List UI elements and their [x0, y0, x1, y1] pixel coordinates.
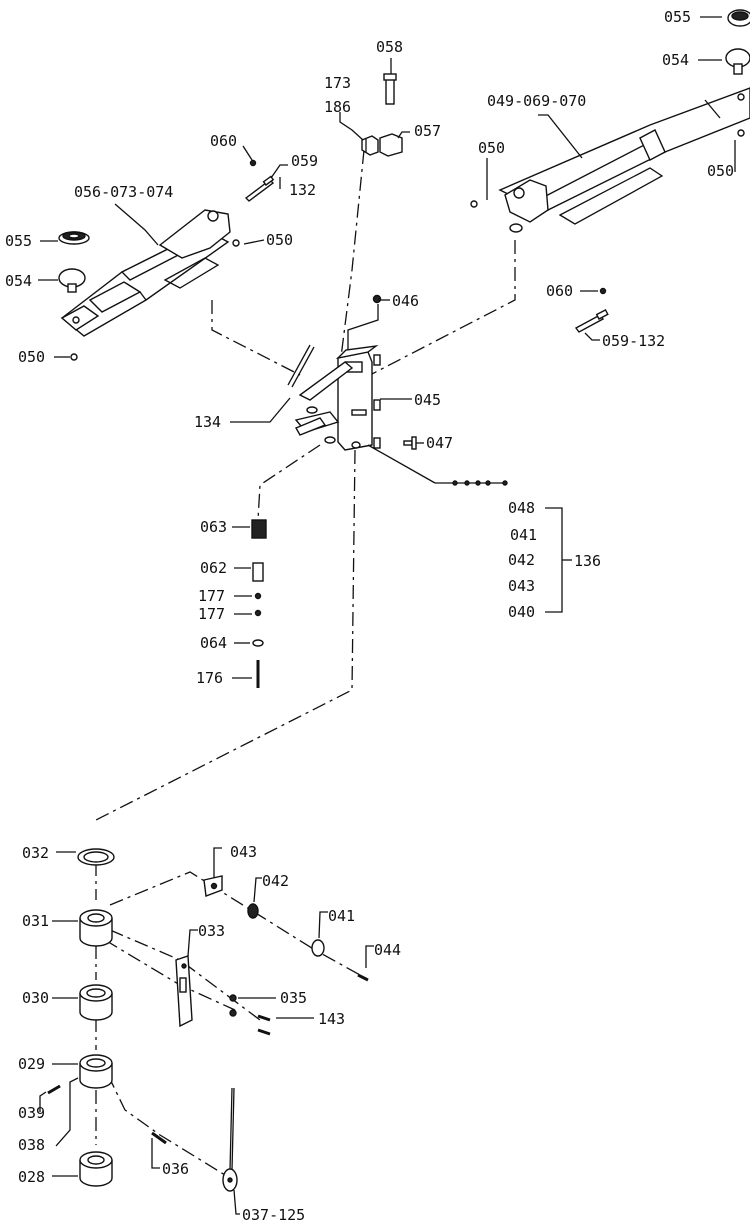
- label-033: 033: [198, 922, 225, 940]
- label-136: 136: [574, 552, 601, 570]
- washer-050-right-top: [737, 129, 745, 137]
- bracket-043: [203, 875, 223, 897]
- label-036: 036: [162, 1160, 189, 1178]
- label-050-left-top: 050: [266, 231, 293, 249]
- pin-039: [47, 1084, 61, 1095]
- washer-035b: [229, 1009, 237, 1017]
- label-055-left: 055: [5, 232, 32, 250]
- label-173: 173: [324, 74, 351, 92]
- label-041: 041: [328, 907, 355, 925]
- label-177-b: 177: [198, 605, 225, 623]
- label-062: 062: [200, 559, 227, 577]
- label-030: 030: [22, 989, 49, 1007]
- label-134: 134: [194, 413, 221, 431]
- label-177-a: 177: [198, 587, 225, 605]
- label-143: 143: [318, 1010, 345, 1028]
- central-carriage-045: [287, 344, 381, 451]
- pin-059-132-right: [574, 287, 609, 333]
- label-059-132: 059-132: [602, 332, 665, 350]
- label-056-073-074: 056-073-074: [74, 183, 173, 201]
- label-046: 046: [392, 292, 419, 310]
- label-060-left: 060: [210, 132, 237, 150]
- washer-050-left: [70, 353, 78, 361]
- right-rubber-pad: [725, 9, 750, 101]
- label-057: 057: [414, 122, 441, 140]
- screw-044: [357, 973, 369, 982]
- pin-059-left: [244, 159, 275, 202]
- label-060-right: 060: [546, 282, 573, 300]
- label-050-right: 050: [478, 139, 505, 157]
- label-132: 132: [289, 181, 316, 199]
- assembly-lines: [95, 149, 516, 1176]
- spring-pin-stack: [251, 519, 267, 688]
- label-045: 045: [414, 391, 441, 409]
- part-labels: 055 054 049-069-070 050 050 058 173 186 …: [5, 8, 734, 1224]
- bolt-047: [403, 436, 417, 450]
- label-039: 039: [18, 1104, 45, 1122]
- cable-136: [367, 444, 508, 486]
- label-043-group: 043: [508, 577, 535, 595]
- label-176: 176: [196, 669, 223, 687]
- label-064: 064: [200, 634, 227, 652]
- label-047: 047: [426, 434, 453, 452]
- label-049-069-070: 049-069-070: [487, 92, 586, 110]
- washer-041: [311, 939, 325, 957]
- label-048: 048: [508, 499, 535, 517]
- label-038: 038: [18, 1136, 45, 1154]
- label-029: 029: [18, 1055, 45, 1073]
- screws-143: [257, 1014, 271, 1036]
- left-rubber-pad: [58, 231, 90, 293]
- washer-035: [229, 994, 237, 1002]
- label-055-right: 055: [664, 8, 691, 26]
- left-arm-assembly: [60, 209, 231, 337]
- label-032: 032: [22, 844, 49, 862]
- spring-036: [151, 1131, 167, 1145]
- label-042: 042: [262, 872, 289, 890]
- screw-046: [372, 294, 382, 304]
- label-058: 058: [376, 38, 403, 56]
- label-041-group: 041: [510, 526, 537, 544]
- label-059: 059: [291, 152, 318, 170]
- right-arm-assembly: [498, 87, 750, 233]
- label-043: 043: [230, 843, 257, 861]
- washer-050-left-top: [232, 239, 240, 247]
- label-063: 063: [200, 518, 227, 536]
- top-bracket-assembly: [361, 73, 403, 157]
- label-042-group: 042: [508, 551, 535, 569]
- label-031: 031: [22, 912, 49, 930]
- label-035: 035: [280, 989, 307, 1007]
- column-stack: [77, 848, 115, 1187]
- latch-plate-033: [175, 955, 193, 1028]
- label-028: 028: [18, 1168, 45, 1186]
- label-044: 044: [374, 941, 401, 959]
- label-040: 040: [508, 603, 535, 621]
- label-050-right-top: 050: [707, 162, 734, 180]
- washer-050-right: [470, 200, 478, 208]
- label-037-125: 037-125: [242, 1206, 305, 1224]
- label-054-left: 054: [5, 272, 32, 290]
- roller-042: [247, 903, 259, 919]
- leader-lines: [38, 16, 736, 1215]
- handle-037-125: [222, 1087, 238, 1192]
- label-050-left: 050: [18, 348, 45, 366]
- label-186: 186: [324, 98, 351, 116]
- label-054-right: 054: [662, 51, 689, 69]
